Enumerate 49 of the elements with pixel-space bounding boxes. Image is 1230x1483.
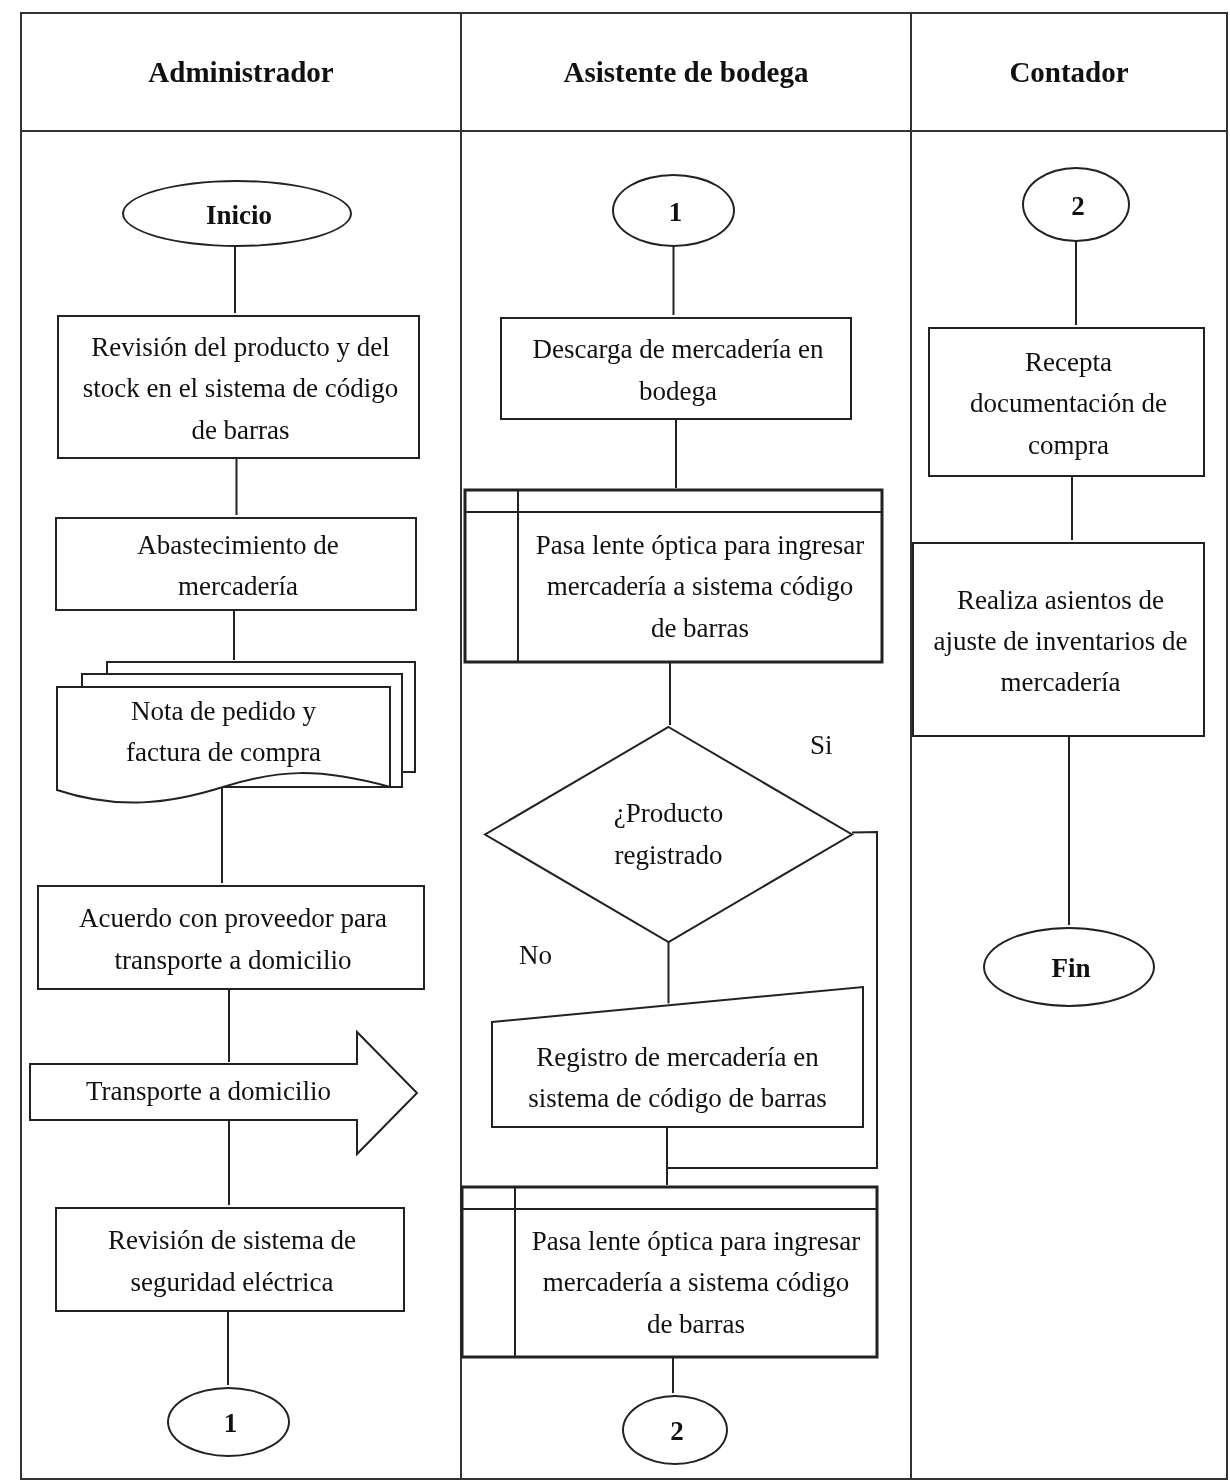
connector-line — [221, 787, 223, 884]
step-label: Abastecimiento de mercadería — [136, 528, 340, 603]
swimlane — [462, 12, 912, 1480]
step-label: 2 — [670, 1415, 684, 1449]
step-label: Pasa lente óptica para ingresar mercadería a sistema código de barras — [535, 529, 865, 645]
connector-line — [1068, 734, 1070, 926]
step-label: Revisión del producto y del stock en el sistema de código de barras — [81, 331, 400, 447]
process-box — [55, 517, 417, 611]
predefined-process-box — [465, 490, 882, 662]
step-label: Nota de pedido y factura de compra — [125, 694, 322, 769]
step-label: Descarga de mercadería en bodega — [531, 333, 825, 408]
process-box — [928, 327, 1205, 477]
step-label: Registro de mercadería en sistema de código de barras — [527, 1040, 828, 1115]
lane-title: Asistente de bodega — [563, 55, 809, 89]
step-label: Inicio — [206, 199, 272, 232]
step-label: Recepta documentación de compra — [968, 346, 1169, 462]
process-box — [55, 1207, 405, 1312]
connector-line — [1071, 474, 1073, 541]
manual-input-shape — [492, 987, 863, 1127]
process-box — [57, 315, 420, 459]
step-label: Acuerdo con proveedor para transporte a domicilio — [77, 902, 389, 977]
predefined-process-box — [462, 1187, 877, 1357]
step-label: Transporte a domicilio — [86, 1075, 331, 1109]
connector-line — [672, 244, 675, 316]
connector-line — [228, 987, 230, 1063]
step-label: Fin — [1051, 952, 1091, 986]
swimlane — [20, 12, 462, 1480]
connector-line — [235, 456, 238, 516]
swimlane — [912, 12, 1228, 1480]
step-label: Realiza asientos de ajuste de inventarios de mercadería — [932, 583, 1189, 699]
step-label: ¿Producto registrado — [612, 797, 725, 872]
connector-line — [234, 244, 236, 314]
connector-line — [233, 608, 235, 661]
multi-document-shape — [57, 662, 417, 802]
step-label: 2 — [1071, 190, 1085, 223]
connector-line — [1075, 239, 1077, 326]
lane-title: Administrador — [148, 55, 334, 89]
block-arrow-shape — [30, 1032, 417, 1154]
step-label: 1 — [668, 196, 683, 229]
process-box — [37, 885, 425, 990]
step-label: Revisión de sistema de seguridad eléctrica — [106, 1224, 358, 1299]
process-box — [500, 317, 852, 420]
step-label: Pasa lente óptica para ingresar mercadería a sistema código de barras — [531, 1225, 861, 1341]
connector-line — [675, 417, 677, 489]
process-box — [912, 542, 1205, 737]
step-label: 1 — [223, 1407, 238, 1441]
decision-diamond — [485, 727, 852, 942]
lane-title: Contador — [1009, 55, 1129, 89]
connector-line — [227, 1309, 229, 1386]
